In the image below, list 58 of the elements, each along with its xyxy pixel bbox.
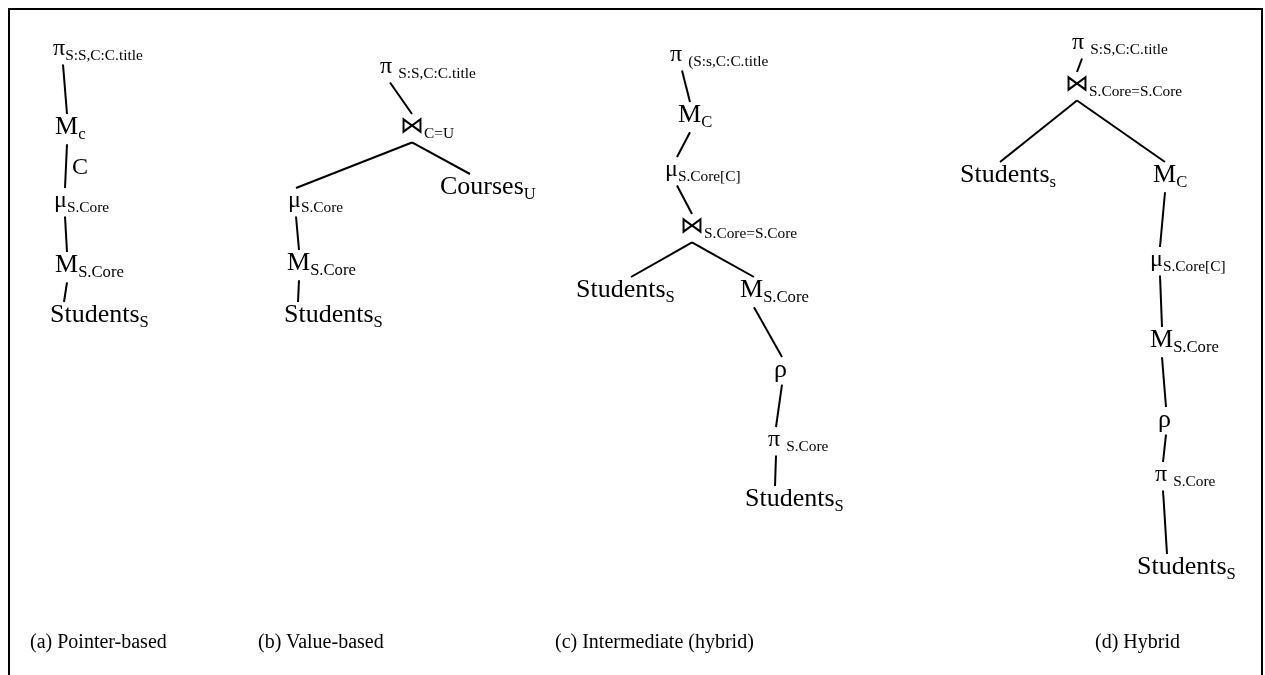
operator-label: Students$_{S}$ [745,484,844,516]
tree-edge [676,131,691,158]
operator-label: Students$_{s}$ [960,160,1057,192]
tree-edge [1159,191,1166,248]
tree-edge [630,241,693,278]
operator-label: ⋈$_{C=U}$ [400,112,454,142]
operator-label: π $_{S.Core}$ [768,425,829,455]
operator-label: M$_{S.Core}$ [287,248,356,280]
operator-label: π$_{S:S,C:C.title}$ [53,34,143,64]
tree-edge [63,281,68,303]
operator-label: π $_{S.Core}$ [1155,460,1216,490]
operator-label: Courses$_{U}$ [440,172,536,204]
tree-edge [774,454,777,487]
panel-caption: (b) Value-based [258,630,384,653]
operator-label: M$_{S.Core}$ [55,250,124,282]
tree-edge [676,184,693,215]
operator-label: Students$_{S}$ [50,300,149,332]
operator-label: μ$_{S.Core}$ [54,186,110,216]
operator-label: M$_{S.Core}$ [740,275,809,307]
tree-edge [681,69,691,103]
tree-edge [1162,489,1168,555]
tree-edge [1161,356,1167,408]
tree-edge [1162,433,1167,463]
operator-label: Students$_{S}$ [1137,552,1236,584]
tree-edge [999,99,1078,163]
tree-edge [775,383,783,428]
tree-edge [295,215,300,251]
operator-label: Students$_{S}$ [576,275,675,307]
operator-label: π $_{S:S,C:C.title}$ [1072,28,1168,58]
tree-edge [411,141,471,175]
tree-edge [1076,57,1083,73]
operator-label: ρ [774,355,787,384]
operator-label: ⋈$_{S.Core=S.Core}$ [1065,70,1183,100]
operator-label: Students$_{S}$ [284,300,383,332]
panel-caption: (a) Pointer-based [30,630,167,653]
operator-label: M$_{c}$ [55,112,86,144]
operator-label: π $_{(S:s,C:C.title}$ [670,40,769,70]
tree-edge [1159,274,1163,328]
operator-label: ρ [1158,405,1171,434]
panel-caption: (d) Hybrid [1095,630,1180,653]
operator-label: M$_{S.Core}$ [1150,325,1219,357]
tree-edge [1076,99,1166,163]
operator-label: ⋈$_{S.Core=S.Core}$ [680,212,798,242]
operator-label: μ$_{S.Core[C]}$ [665,155,741,185]
tree-edge [297,279,300,303]
tree-edge [389,81,413,115]
operator-label: μ$_{S.Core[C]}$ [1150,245,1226,275]
operator-label: M$_{C}$ [678,100,713,132]
tree-edge [64,143,68,189]
tree-edge [753,306,783,358]
operator-label: M$_{C}$ [1153,160,1188,192]
tree-edge [691,241,755,278]
tree-edge [62,63,68,115]
operator-label: μ$_{S.Core}$ [288,186,344,216]
panel-caption: (c) Intermediate (hybrid) [555,630,754,653]
operator-label: π $_{S:S,C:C.title}$ [380,52,476,82]
tree-edge [295,141,413,189]
tree-edge [64,215,68,253]
